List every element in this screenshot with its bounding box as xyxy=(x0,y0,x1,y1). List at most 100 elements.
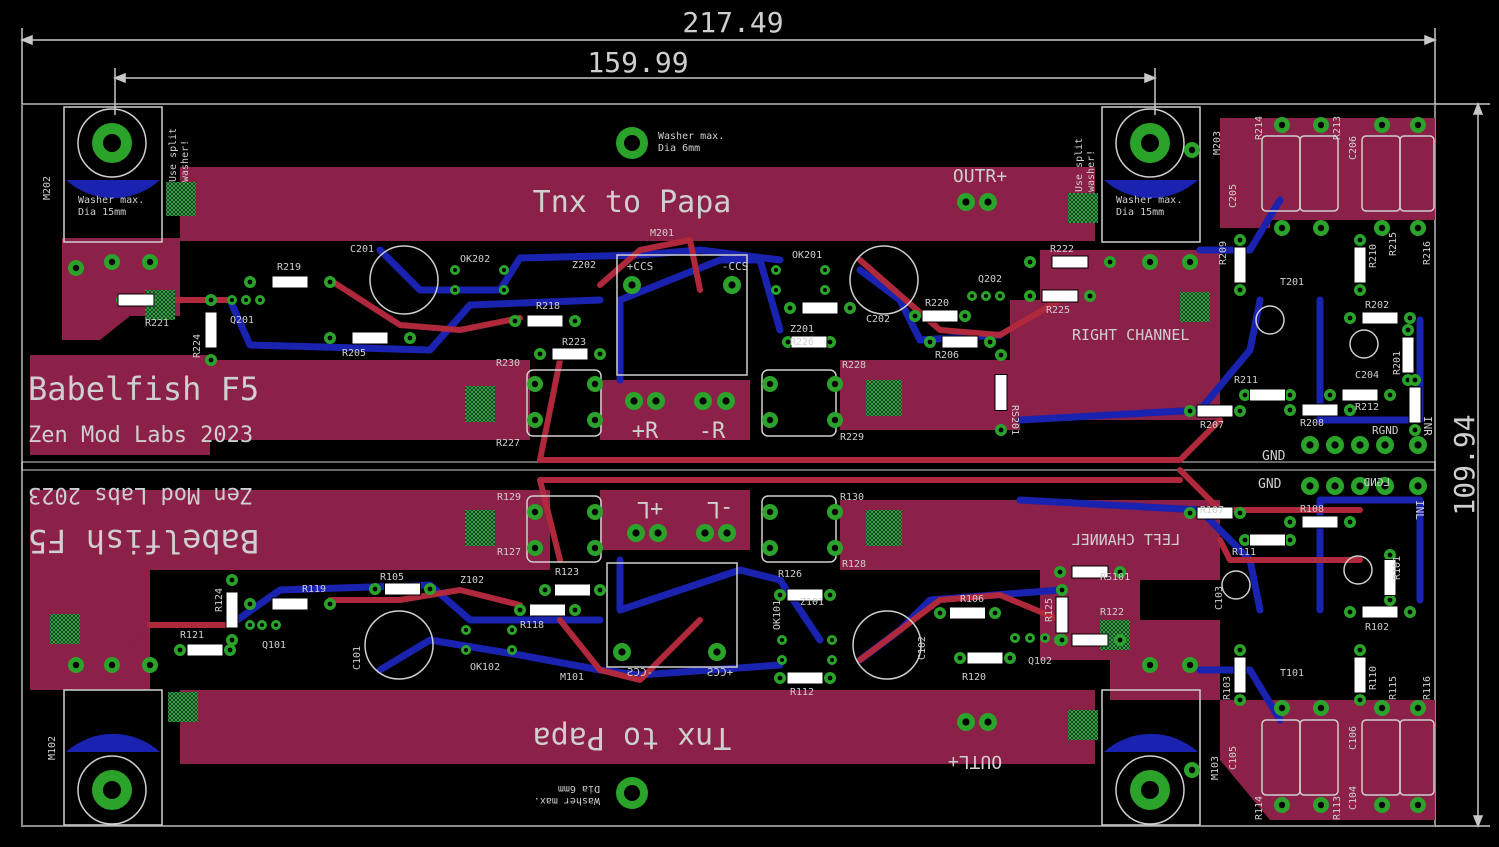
left-channel-label: LEFT CHANNEL xyxy=(1072,531,1180,549)
part-label-r220: R220 xyxy=(925,298,949,309)
pad-hole xyxy=(407,335,413,341)
part-label-r126: R126 xyxy=(778,569,802,580)
pad-hole xyxy=(1237,510,1243,516)
dimension-width-inner xyxy=(112,68,1158,115)
washer-small-bottom-2: Dia 6mm xyxy=(558,783,600,794)
pad-hole xyxy=(1013,636,1017,640)
mounting-hole-m102[interactable] xyxy=(63,689,163,826)
pad-hole xyxy=(785,339,791,345)
part-label-z202: Z202 xyxy=(572,260,596,271)
pad-hole xyxy=(628,281,636,289)
part-label-c105: C105 xyxy=(1228,746,1239,770)
part-label-r118: R118 xyxy=(520,620,544,631)
mounting-hole-m103[interactable] xyxy=(1101,689,1201,826)
part-label-r119: R119 xyxy=(302,584,326,595)
pad-hole xyxy=(72,264,80,272)
part-label-r114: R114 xyxy=(1254,796,1265,820)
part-label-r121: R121 xyxy=(180,630,204,641)
pad-hole xyxy=(531,544,539,552)
pad-hole xyxy=(957,655,963,661)
pad-hole xyxy=(1287,392,1293,398)
part-label-q101: Q101 xyxy=(262,640,286,651)
part-label-r113: R113 xyxy=(1332,796,1343,820)
washer-big-line1: Washer max. xyxy=(78,195,144,206)
part-label-r208: R208 xyxy=(1300,418,1324,429)
pad-hole xyxy=(1414,121,1422,129)
part-label-c204: C204 xyxy=(1355,370,1379,381)
part-label-r102: R102 xyxy=(1365,622,1389,633)
resistor-body xyxy=(1233,246,1247,284)
part-label-z102: Z102 xyxy=(460,575,484,586)
washer-hole-bottom[interactable] xyxy=(616,777,648,809)
resistor-body xyxy=(1361,605,1399,619)
pad-hole xyxy=(1387,392,1393,398)
washer-big-line2: Dia 15mm xyxy=(78,207,126,218)
pad-hole xyxy=(1378,224,1386,232)
part-label-r107: R107 xyxy=(1200,505,1224,516)
pad-hole xyxy=(517,607,523,613)
part-label-r124: R124 xyxy=(214,588,225,612)
resistor-body xyxy=(1071,633,1109,647)
pad-hole xyxy=(766,416,774,424)
pad-hole xyxy=(1381,482,1389,490)
pad-hole xyxy=(260,623,264,627)
pad-hole xyxy=(1237,697,1243,703)
pad-hole xyxy=(777,675,783,681)
pad-hole xyxy=(962,198,970,206)
pad-hole xyxy=(1378,121,1386,129)
washer-small-bottom-1: Washer max. xyxy=(534,795,600,806)
mounting-hole-m203[interactable] xyxy=(1101,106,1201,243)
plus-r-label: +R xyxy=(632,419,659,444)
resistor-body xyxy=(1353,246,1367,284)
part-label-c103: C103 xyxy=(1214,586,1225,610)
pad-hole xyxy=(1306,482,1314,490)
pad-hole xyxy=(1146,258,1154,266)
pad-hole xyxy=(780,638,784,642)
pad-hole xyxy=(542,587,548,593)
pad-hole xyxy=(1407,609,1413,615)
part-label-ok101: OK101 xyxy=(772,600,783,630)
resistor-body xyxy=(941,335,979,349)
power-devices-top xyxy=(526,135,1435,437)
part-label-r210: R210 xyxy=(1368,244,1379,268)
pad-hole xyxy=(230,298,234,302)
pad-hole xyxy=(1027,293,1033,299)
resistor-body xyxy=(271,597,309,611)
power-devices-bottom xyxy=(526,495,1435,796)
pad-hole xyxy=(1357,697,1363,703)
part-label-r224: R224 xyxy=(192,334,203,358)
resistor-body xyxy=(1408,386,1422,424)
pad-hole xyxy=(1278,121,1286,129)
pad-hole xyxy=(998,352,1004,358)
resistor-body xyxy=(1361,311,1399,325)
minus-l-label: -L xyxy=(707,496,734,521)
resistor-body xyxy=(1055,596,1069,634)
pad-hole xyxy=(453,268,457,272)
pad-hole xyxy=(1347,407,1353,413)
pad-hole xyxy=(244,298,248,302)
part-label-rs101: RS101 xyxy=(1100,572,1130,583)
gnd-label: GND xyxy=(1262,449,1286,464)
pad-hole xyxy=(830,658,834,662)
pad-hole xyxy=(1187,408,1193,414)
split-washer2-line1: Use split xyxy=(1074,138,1085,192)
gnd-label-2: GND xyxy=(1258,477,1282,492)
pad-hole xyxy=(652,397,660,405)
pad-hole xyxy=(1357,287,1363,293)
pad-hole xyxy=(827,592,833,598)
washer-hole-top[interactable] xyxy=(616,127,648,159)
mounting-hole-m202[interactable] xyxy=(63,106,163,243)
pad-hole xyxy=(962,718,970,726)
minus-r-label: -R xyxy=(699,419,726,444)
part-label-r128: R128 xyxy=(842,559,866,570)
washer-big2-line1: Washer max. xyxy=(1116,195,1182,206)
part-label-z201: Z201 xyxy=(790,324,814,335)
resistor-body xyxy=(801,301,839,315)
pad-hole xyxy=(1087,293,1093,299)
pad-hole xyxy=(831,416,839,424)
pad-hole xyxy=(722,397,730,405)
part-label-m103: M103 xyxy=(1210,756,1221,780)
pad-hole xyxy=(723,529,731,537)
